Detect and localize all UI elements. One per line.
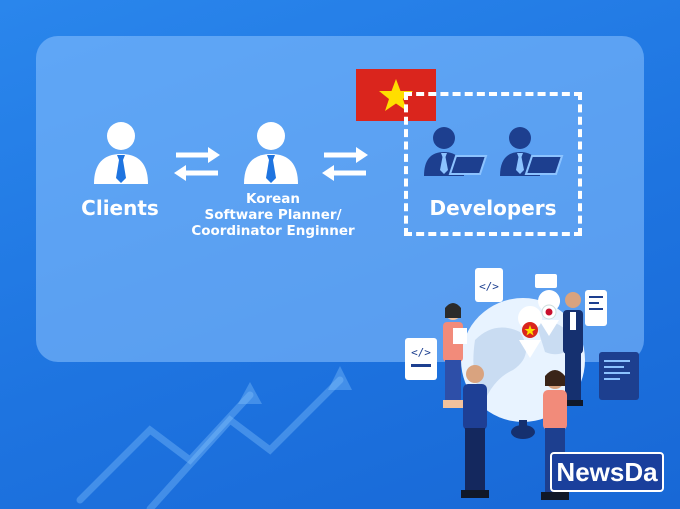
developers-label: Developers xyxy=(429,196,557,220)
coordinator-label-line2: Software Planner/ xyxy=(204,207,342,223)
coordinator-label-line3: Coordinator Enginner xyxy=(191,223,355,239)
client-person-icon xyxy=(94,122,148,184)
clients-label: Clients xyxy=(81,196,159,220)
coordinator-label-line1: Korean xyxy=(245,191,301,207)
newsda-logo: NewsDa xyxy=(550,452,664,492)
exchange-arrows-icon xyxy=(174,147,220,181)
coordinator-label: Korean Software Planner/ Coordinator Eng… xyxy=(186,191,360,239)
developer-person-icon xyxy=(424,127,488,176)
svg-text:</>: </> xyxy=(411,346,431,359)
developer-person-icon xyxy=(500,127,564,176)
coordinator-person-icon xyxy=(244,122,298,184)
developers-group-box xyxy=(404,92,582,236)
svg-text:</>: </> xyxy=(479,280,499,293)
exchange-arrows-icon xyxy=(322,147,368,181)
